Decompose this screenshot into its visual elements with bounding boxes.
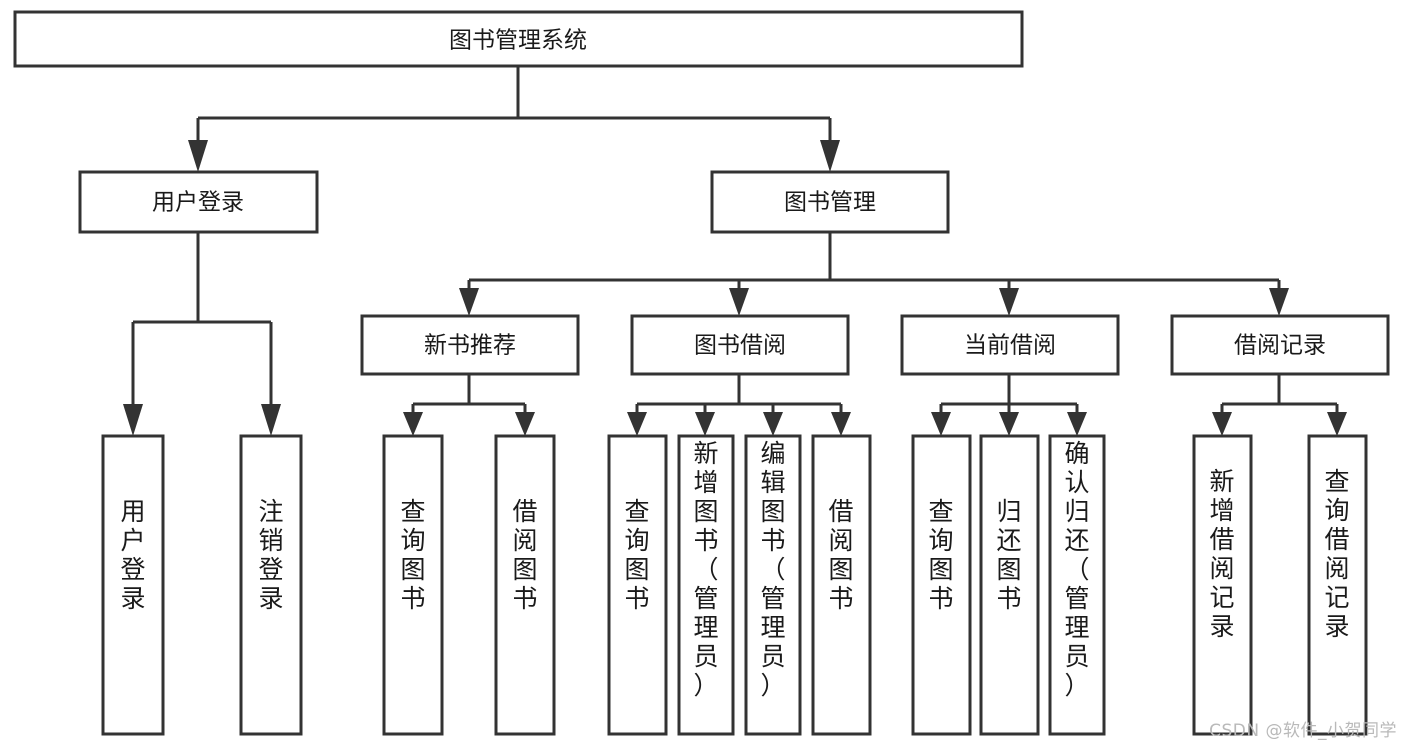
arrow-head-bb-leaf-1 [627, 412, 647, 436]
leaf-user-login-label: 用户登录 [120, 497, 145, 613]
node-root[interactable]: 图书管理系统 [13, 10, 1024, 68]
connector-layer [123, 66, 1347, 436]
leaf-br-query-record-label: 查询借阅记录 [1324, 467, 1349, 641]
arrow-head-nb-leaf-1 [403, 412, 423, 436]
new-book-recommend-label: 新书推荐 [424, 333, 516, 359]
leaf-bb-edit-book-box[interactable] [744, 434, 802, 736]
leaf-cb-return-book-box[interactable] [979, 434, 1040, 736]
node-borrow-record[interactable]: 借阅记录 [1170, 314, 1390, 376]
book-borrow-label: 图书借阅 [694, 333, 786, 359]
arrow-head-cb-leaf-3 [1067, 412, 1087, 436]
arrow-head-book-mgmt [820, 140, 840, 172]
leaf-cb-query-book[interactable]: 查询图书 [911, 434, 972, 736]
arrow-head-bb-leaf-2 [695, 412, 715, 436]
user-login-label: 用户登录 [152, 190, 244, 216]
leaf-bb-query-book-label: 查询图书 [624, 497, 649, 613]
leaf-bb-edit-book[interactable]: 编辑图书（管理员） [744, 434, 802, 736]
arrow-head-leaf-user-login [123, 404, 143, 436]
user-login-box[interactable] [78, 170, 319, 234]
leaf-cb-return-book[interactable]: 归还图书 [979, 434, 1040, 736]
leaf-logout-box[interactable] [239, 434, 303, 736]
node-current-borrow[interactable]: 当前借阅 [900, 314, 1120, 376]
leaf-bb-add-book[interactable]: 新增图书（管理员） [677, 434, 735, 736]
leaf-cb-confirm-return-box[interactable] [1048, 434, 1106, 736]
leaf-cb-query-book-box[interactable] [911, 434, 972, 736]
leaf-logout[interactable]: 注销登录 [239, 434, 303, 736]
leaf-bb-borrow-book-label: 借阅图书 [828, 497, 853, 613]
current-borrow-box[interactable] [900, 314, 1120, 376]
leaf-bb-query-book[interactable]: 查询图书 [607, 434, 668, 736]
leaf-bb-query-book-box[interactable] [607, 434, 668, 736]
leaf-user-login[interactable]: 用户登录 [101, 434, 165, 736]
arrow-head-nb-leaf-2 [515, 412, 535, 436]
leaf-br-add-record[interactable]: 新增借阅记录 [1192, 434, 1253, 736]
node-new-book-recommend[interactable]: 新书推荐 [360, 314, 580, 376]
leaf-cb-return-book-label: 归还图书 [996, 497, 1021, 613]
leaf-cb-query-book-label: 查询图书 [928, 497, 953, 613]
arrow-head-book-borrow [729, 288, 749, 316]
node-book-management[interactable]: 图书管理 [710, 170, 950, 234]
leaf-br-query-record-box[interactable] [1307, 434, 1368, 736]
leaf-bb-edit-book-label: 编辑图书（管理员） [760, 439, 785, 700]
leaf-br-add-record-box[interactable] [1192, 434, 1253, 736]
leaf-logout-label: 注销登录 [258, 497, 283, 613]
arrow-head-leaf-logout [261, 404, 281, 436]
leaf-br-query-record[interactable]: 查询借阅记录 [1307, 434, 1368, 736]
book-borrow-box[interactable] [630, 314, 850, 376]
arrow-head-cb-leaf-1 [931, 412, 951, 436]
arrow-head-br-leaf-1 [1212, 412, 1232, 436]
book-management-label: 图书管理 [784, 190, 876, 216]
leaf-nb-borrow-book-label: 借阅图书 [512, 497, 537, 613]
book-management-box[interactable] [710, 170, 950, 234]
leaf-user-login-box[interactable] [101, 434, 165, 736]
leaf-nb-query-book[interactable]: 查询图书 [382, 434, 444, 736]
borrow-record-box[interactable] [1170, 314, 1390, 376]
borrow-record-label: 借阅记录 [1234, 333, 1326, 359]
arrow-head-bb-leaf-4 [831, 412, 851, 436]
leaf-nb-query-book-label: 查询图书 [400, 497, 425, 613]
leaf-bb-borrow-book-box[interactable] [811, 434, 872, 736]
root-label: 图书管理系统 [449, 28, 587, 54]
arrow-head-user-login [188, 140, 208, 172]
leaf-nb-borrow-book[interactable]: 借阅图书 [494, 434, 556, 736]
node-user-login[interactable]: 用户登录 [78, 170, 319, 234]
arrow-head-new-book [459, 288, 479, 316]
arrow-head-br-leaf-2 [1327, 412, 1347, 436]
leaf-cb-confirm-return-label: 确认归还（管理员） [1064, 439, 1089, 700]
current-borrow-label: 当前借阅 [964, 333, 1056, 359]
arrow-head-bb-leaf-3 [763, 412, 783, 436]
leaf-cb-confirm-return[interactable]: 确认归还（管理员） [1048, 434, 1106, 736]
csdn-watermark: CSDN @软件_小贺同学 [1209, 721, 1397, 741]
new-book-recommend-box[interactable] [360, 314, 580, 376]
root-box[interactable] [13, 10, 1024, 68]
leaf-br-add-record-label: 新增借阅记录 [1209, 467, 1234, 641]
leaf-bb-add-book-label: 新增图书（管理员） [693, 439, 718, 700]
arrow-head-borrow-record [1269, 288, 1289, 316]
leaf-bb-borrow-book[interactable]: 借阅图书 [811, 434, 872, 736]
leaf-nb-query-book-box[interactable] [382, 434, 444, 736]
leaf-nb-borrow-book-box[interactable] [494, 434, 556, 736]
arrow-head-current-borrow [999, 288, 1019, 316]
arrow-head-cb-leaf-2 [999, 412, 1019, 436]
node-book-borrow[interactable]: 图书借阅 [630, 314, 850, 376]
leaf-bb-add-book-box[interactable] [677, 434, 735, 736]
